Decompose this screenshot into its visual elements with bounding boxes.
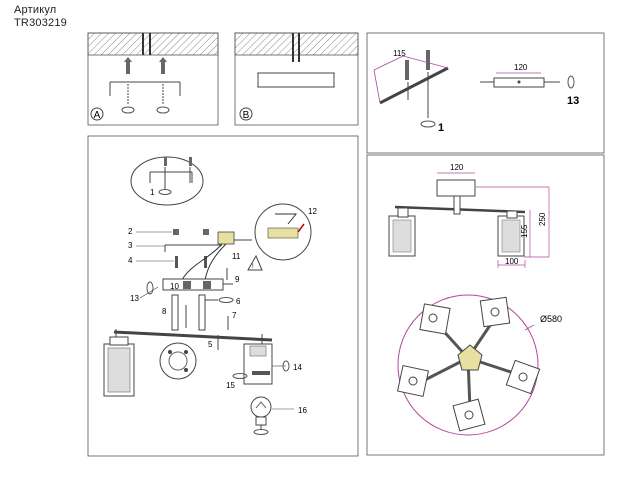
callout-10: 10 (170, 282, 179, 291)
callout-5: 5 (208, 340, 213, 349)
callout-4: 4 (128, 256, 133, 265)
dim-diameter: Ø580 (540, 314, 562, 324)
mount-option-a: A (87, 32, 219, 126)
dim-120-bracket: 120 (514, 63, 528, 72)
option-b-label: B (243, 110, 250, 121)
callout-11: 11 (232, 252, 241, 261)
callout-12: 12 (308, 207, 317, 216)
callout-13-bracket: 13 (567, 95, 579, 107)
callout-13: 13 (130, 294, 139, 303)
callout-6: 6 (236, 297, 241, 306)
assembly-panel: 1 2 3 4 12 11 ! 10 9 (87, 135, 359, 457)
callout-3: 3 (128, 241, 133, 250)
article-label: Артикул (14, 4, 57, 16)
callout-2: 2 (128, 227, 133, 236)
callout-15: 15 (226, 381, 235, 390)
callout-16: 16 (298, 406, 307, 415)
callout-7: 7 (232, 311, 237, 320)
dim-155: 155 (520, 224, 529, 238)
callout-14: 14 (293, 363, 302, 372)
dim-100: 100 (505, 257, 519, 266)
dim-250: 250 (538, 212, 547, 226)
dim-115: 115 (393, 49, 406, 58)
article-block: Артикул TR303219 (14, 4, 67, 30)
article-code: TR303219 (14, 17, 67, 29)
option-a-label: A (94, 110, 101, 121)
callout-1-bracket: 1 (438, 122, 444, 134)
bracket-panel: 115 1 120 13 (366, 32, 605, 154)
warning-icon: ! (252, 264, 254, 270)
callout-1-zoom: 1 (150, 188, 155, 197)
callout-9: 9 (235, 275, 240, 284)
mount-option-b: B (234, 32, 359, 126)
dim-120: 120 (450, 163, 464, 172)
dimensions-panel: 120 250 155 100 Ø580 (366, 154, 605, 456)
callout-8: 8 (162, 307, 167, 316)
